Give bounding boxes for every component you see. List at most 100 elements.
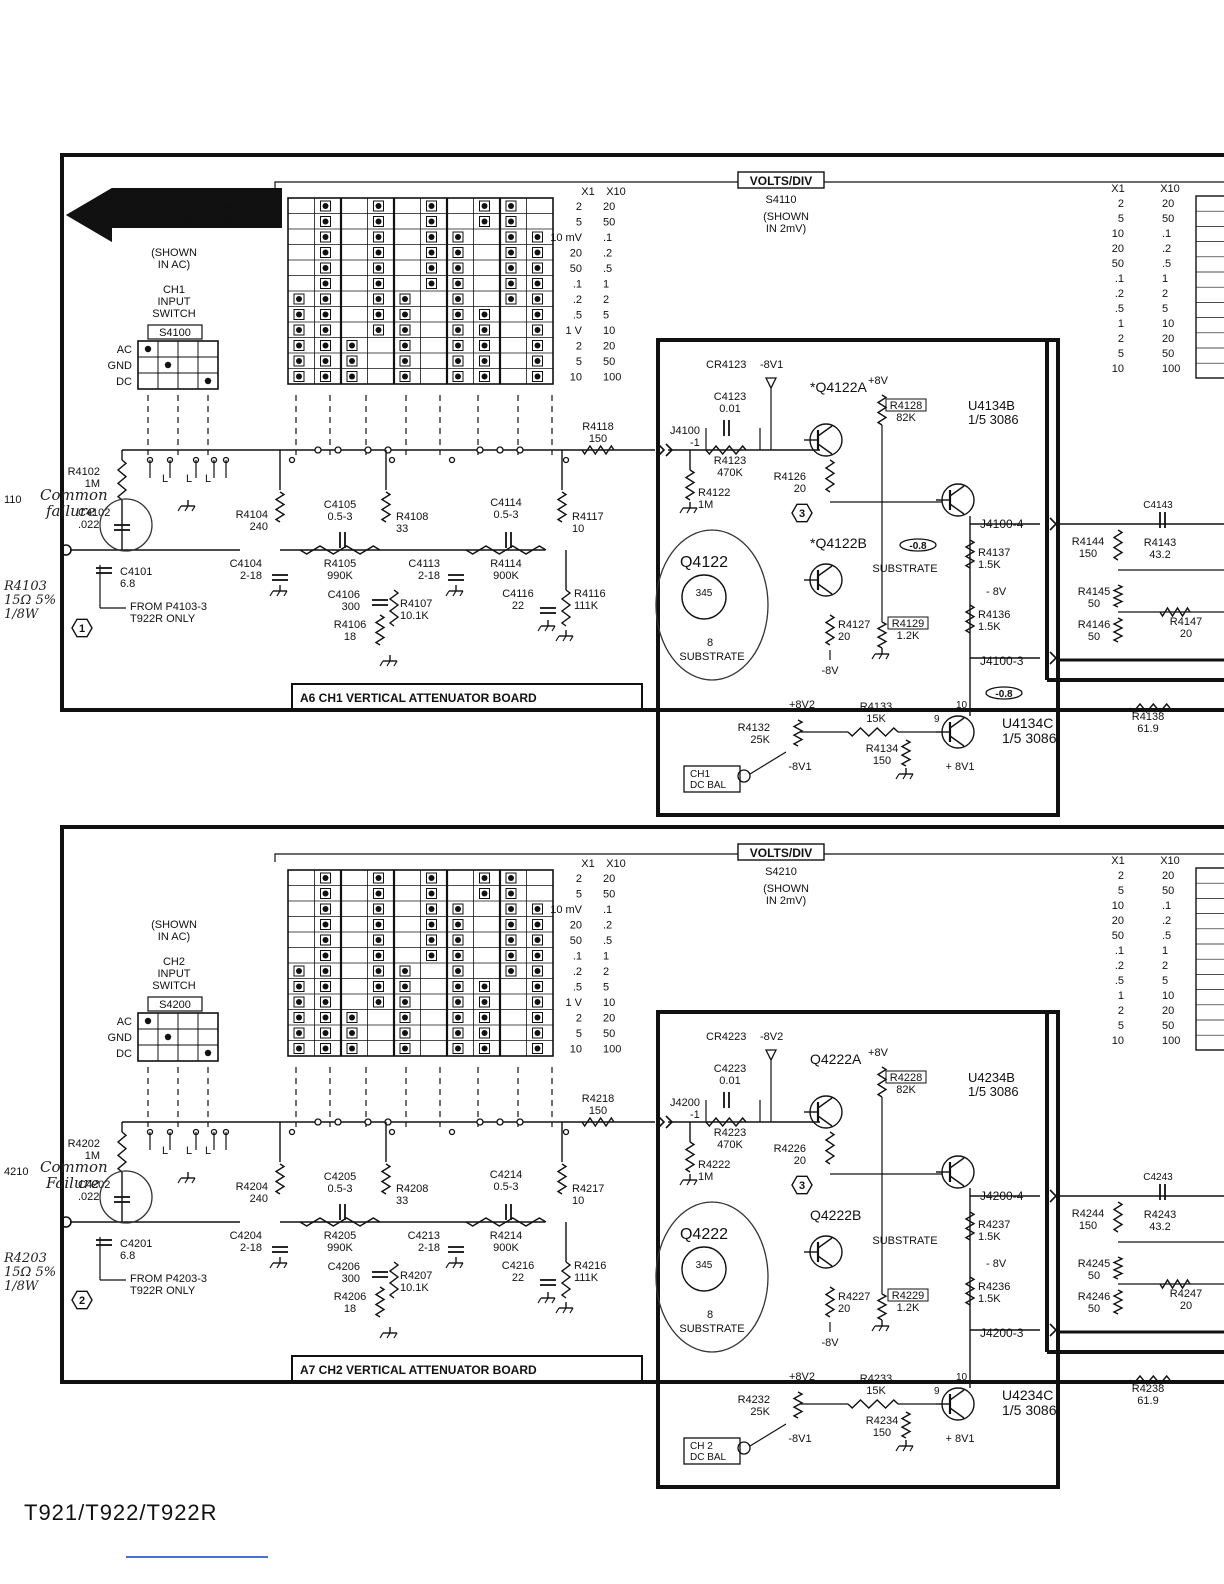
range-x10: 10 <box>1162 990 1174 1002</box>
ground-symbol <box>445 590 450 597</box>
matrix-cell <box>505 919 517 930</box>
resistor-r4126 <box>824 459 836 493</box>
resistor-r4118 <box>581 444 615 456</box>
range-x1: 5 <box>1118 348 1124 360</box>
matrix-dot <box>534 968 541 974</box>
matrix-dot <box>322 218 329 225</box>
r-in-label: 1M <box>85 1150 100 1162</box>
ground-symbol <box>393 660 398 667</box>
dc-bal-adjust-icon <box>737 769 751 783</box>
matrix-dot <box>455 921 461 928</box>
matrix-dot <box>428 921 435 928</box>
matrix-cell <box>373 950 384 961</box>
r4106-label: R4106 <box>334 619 366 631</box>
matrix-cell <box>452 1027 464 1039</box>
matrix-cell <box>426 950 437 961</box>
range-x10: 50 <box>603 1028 615 1040</box>
ground-symbol <box>386 1332 391 1339</box>
coupling-label: AC <box>117 1016 132 1028</box>
matrix-dot <box>508 203 514 209</box>
matrix-cell <box>373 247 384 258</box>
matrix-cell <box>320 216 331 227</box>
matrix-cell <box>293 965 305 977</box>
range-x10: .5 <box>603 263 612 275</box>
r4103-handwritten: R4103 <box>3 579 47 594</box>
matrix-dot <box>322 937 329 943</box>
matrix-cell <box>532 262 543 274</box>
ground-symbol <box>878 653 883 660</box>
matrix-dot <box>402 327 408 333</box>
matrix-cell <box>293 996 305 1008</box>
matrix-dot <box>455 983 461 990</box>
r4143-label: R4143 <box>1144 537 1176 549</box>
range-x10: 10 <box>1162 318 1174 330</box>
matrix-cell <box>532 1027 543 1039</box>
matrix-cell <box>399 371 411 382</box>
range-x1: 10 <box>1112 363 1124 375</box>
range-x10: 50 <box>603 356 615 368</box>
r4116-label: R4116 <box>574 588 606 600</box>
shown-in-ac-note: IN AC) <box>158 259 190 271</box>
input-connector <box>60 1216 72 1228</box>
r4133-label: R4133 <box>860 701 892 713</box>
input-switch-label: SWITCH <box>152 980 195 992</box>
matrix-cell <box>373 996 384 1008</box>
matrix-cell <box>532 950 543 961</box>
matrix-cell <box>479 324 490 336</box>
diode-cr <box>764 377 778 390</box>
contact <box>388 456 396 464</box>
contact <box>388 1128 396 1136</box>
matrix-cell <box>399 965 411 977</box>
j4-label: J4100-4 <box>980 517 1024 531</box>
matrix-cell <box>452 309 464 320</box>
node-number <box>71 1290 93 1310</box>
matrix-dot <box>455 342 461 349</box>
volts-div-label: VOLTS/DIV <box>750 846 812 860</box>
matrix-cell <box>452 247 464 258</box>
range-x1: 10 mV <box>550 904 582 916</box>
r-in-label: R4202 <box>68 1138 100 1150</box>
c4113-label: C4113 <box>408 558 440 570</box>
matrix-cell <box>505 231 517 243</box>
matrix-dot <box>481 342 488 349</box>
resistor-r4146 <box>1112 1289 1124 1315</box>
input-switch-label: INPUT <box>158 968 191 980</box>
range-x10: 1 <box>603 279 609 291</box>
switch-label: L <box>205 473 211 485</box>
matrix-cell <box>479 309 490 320</box>
matrix-cell <box>399 324 411 336</box>
jin-label: -1 <box>690 1109 700 1121</box>
from-label: FROM P4203-3 <box>130 1273 207 1285</box>
c4101-label: C4101 <box>120 566 152 578</box>
c4113-label: 2-18 <box>418 1242 440 1254</box>
matrix-cell <box>452 231 464 243</box>
range-x10: 10 <box>603 325 615 337</box>
matrix-dot <box>428 265 435 271</box>
c4106-label: C4106 <box>328 589 360 601</box>
matrix-dot <box>534 952 541 959</box>
dc-bal-label: CH 2 <box>690 1441 713 1452</box>
range-x1: 2 <box>1118 198 1124 210</box>
range-x1: 5 <box>1118 885 1124 897</box>
contact <box>288 1128 296 1136</box>
matrix-cell <box>346 1012 358 1023</box>
matrix-cell <box>452 950 464 961</box>
ub-label: U4134B <box>968 398 1015 413</box>
switch-contact <box>496 1118 504 1126</box>
dc-bal-arrow <box>749 1423 787 1447</box>
cr-label: CR4223 <box>706 1031 746 1043</box>
matrix-cell <box>479 371 490 382</box>
matrix-dot <box>534 1014 541 1021</box>
matrix-dot <box>322 1045 329 1052</box>
ground-symbol <box>686 507 691 514</box>
pin-label: 345 <box>696 1260 713 1271</box>
range-x1: 20 <box>1112 243 1124 255</box>
matrix-cell <box>452 903 464 915</box>
coupling-label: DC <box>116 376 132 388</box>
matrix-cell <box>532 1043 543 1054</box>
matrix-dot <box>349 1045 355 1052</box>
r4118-label: 150 <box>589 1105 607 1117</box>
ground-symbol <box>177 505 182 512</box>
input-switch-label: CH1 <box>163 284 185 296</box>
range-x10: 2 <box>1162 960 1168 972</box>
